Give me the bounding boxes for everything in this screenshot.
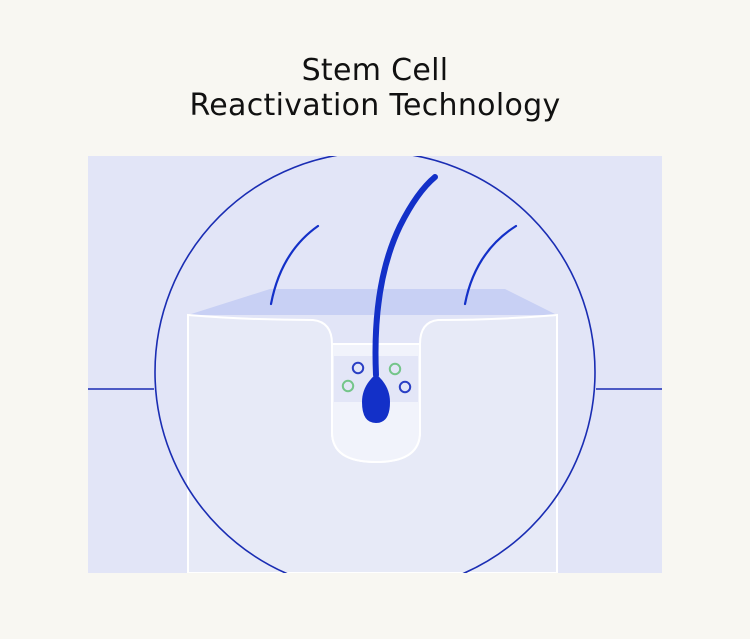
- hair-strand-icon: [463, 224, 518, 306]
- hair-strand-icon: [372, 174, 438, 378]
- hair-bulb-icon: [362, 374, 390, 423]
- stem-cell-icon: [341, 379, 355, 393]
- hair-strand-icon: [269, 224, 320, 306]
- magnifier-circle: [154, 156, 596, 573]
- stem-cell-icon: [388, 362, 402, 376]
- title-line-2: Reactivation Technology: [189, 88, 561, 123]
- skin-top-surface: [188, 289, 557, 315]
- stem-cell-icon: [351, 361, 365, 375]
- page-title: Stem Cell Reactivation Technology: [0, 53, 750, 123]
- stem-cell-icon: [398, 380, 412, 394]
- title-line-1: Stem Cell: [301, 53, 449, 88]
